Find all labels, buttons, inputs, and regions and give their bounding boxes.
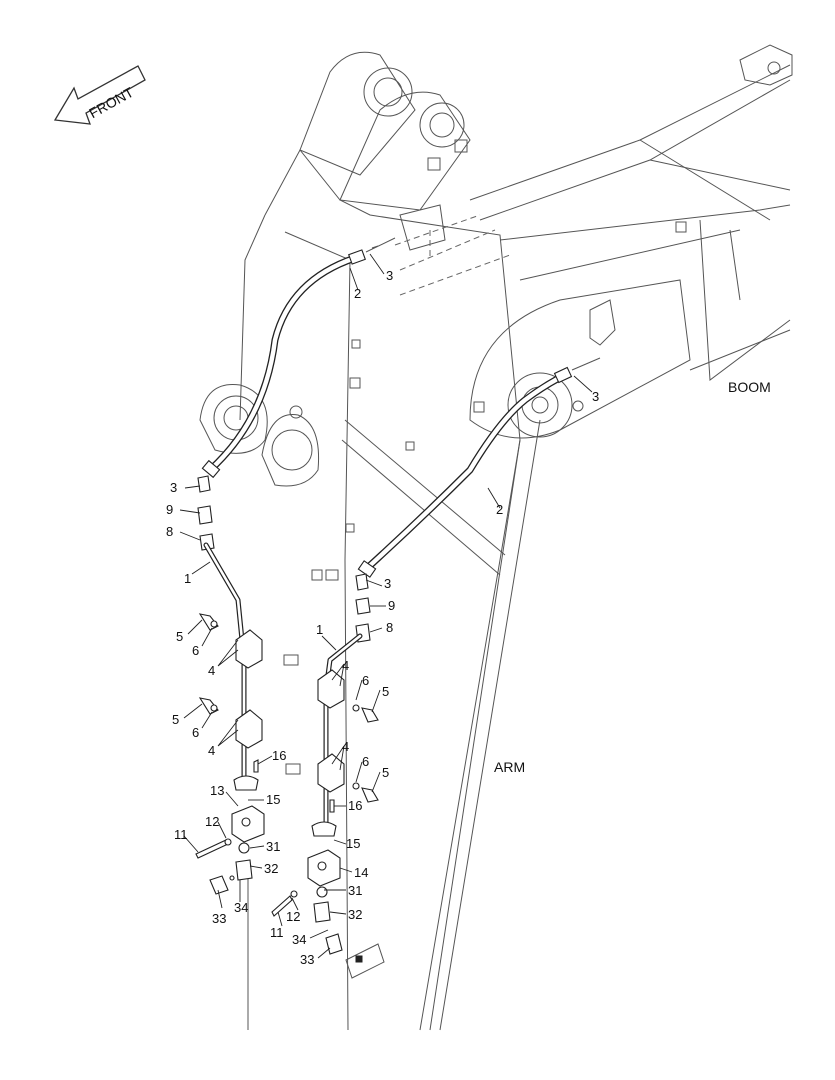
- callout-31: 31: [266, 839, 280, 854]
- arm-structure: [199, 51, 541, 1031]
- callout-12: 12: [205, 814, 219, 829]
- front-arrow-label: FRONT: [86, 84, 136, 122]
- pipe-assembly-left: [195, 475, 265, 895]
- callout-34: 34: [292, 932, 306, 947]
- callout-6: 6: [192, 643, 199, 658]
- callout-5: 5: [176, 629, 183, 644]
- callout-4: 4: [342, 739, 349, 754]
- callout-9: 9: [166, 502, 173, 517]
- callout-32: 32: [348, 907, 362, 922]
- callout-4: 4: [342, 658, 349, 673]
- hose-right: [357, 357, 601, 578]
- callout-4: 4: [208, 663, 215, 678]
- front-arrow: FRONT: [53, 65, 146, 125]
- callout-6: 6: [362, 673, 369, 688]
- callout-16: 16: [348, 798, 362, 813]
- callout-4: 4: [208, 743, 215, 758]
- callout-33: 33: [212, 911, 226, 926]
- callout-labels: 3 9 8 1 5 6 4 5 6 4 16 13 15 12 11 31 32…: [166, 268, 599, 967]
- callout-3: 3: [384, 576, 391, 591]
- pipe-assembly-right: [271, 573, 379, 955]
- callout-34: 34: [234, 900, 248, 915]
- callout-2: 2: [496, 502, 503, 517]
- callout-16: 16: [272, 748, 286, 763]
- boom-label: BOOM: [728, 379, 771, 395]
- callout-33: 33: [300, 952, 314, 967]
- arm-label: ARM: [494, 759, 525, 775]
- callout-5: 5: [172, 712, 179, 727]
- callout-15: 15: [346, 836, 360, 851]
- leader-lines: [179, 253, 593, 959]
- callout-1: 1: [184, 571, 191, 586]
- callout-3: 3: [170, 480, 177, 495]
- callout-8: 8: [386, 620, 393, 635]
- callout-13: 13: [210, 783, 224, 798]
- callout-11: 11: [174, 827, 188, 842]
- callout-6: 6: [362, 754, 369, 769]
- callout-8: 8: [166, 524, 173, 539]
- callout-3: 3: [592, 389, 599, 404]
- callout-32: 32: [264, 861, 278, 876]
- callout-9: 9: [388, 598, 395, 613]
- boom-structure: [394, 44, 793, 439]
- callout-31: 31: [348, 883, 362, 898]
- callout-14: 14: [354, 865, 368, 880]
- callout-5: 5: [382, 765, 389, 780]
- callout-11: 11: [270, 925, 284, 940]
- callout-5: 5: [382, 684, 389, 699]
- callout-2: 2: [354, 286, 361, 301]
- hose-left: [201, 237, 396, 479]
- callout-1: 1: [316, 622, 323, 637]
- callout-6: 6: [192, 725, 199, 740]
- callout-3: 3: [386, 268, 393, 283]
- callout-12: 12: [286, 909, 300, 924]
- callout-15: 15: [266, 792, 280, 807]
